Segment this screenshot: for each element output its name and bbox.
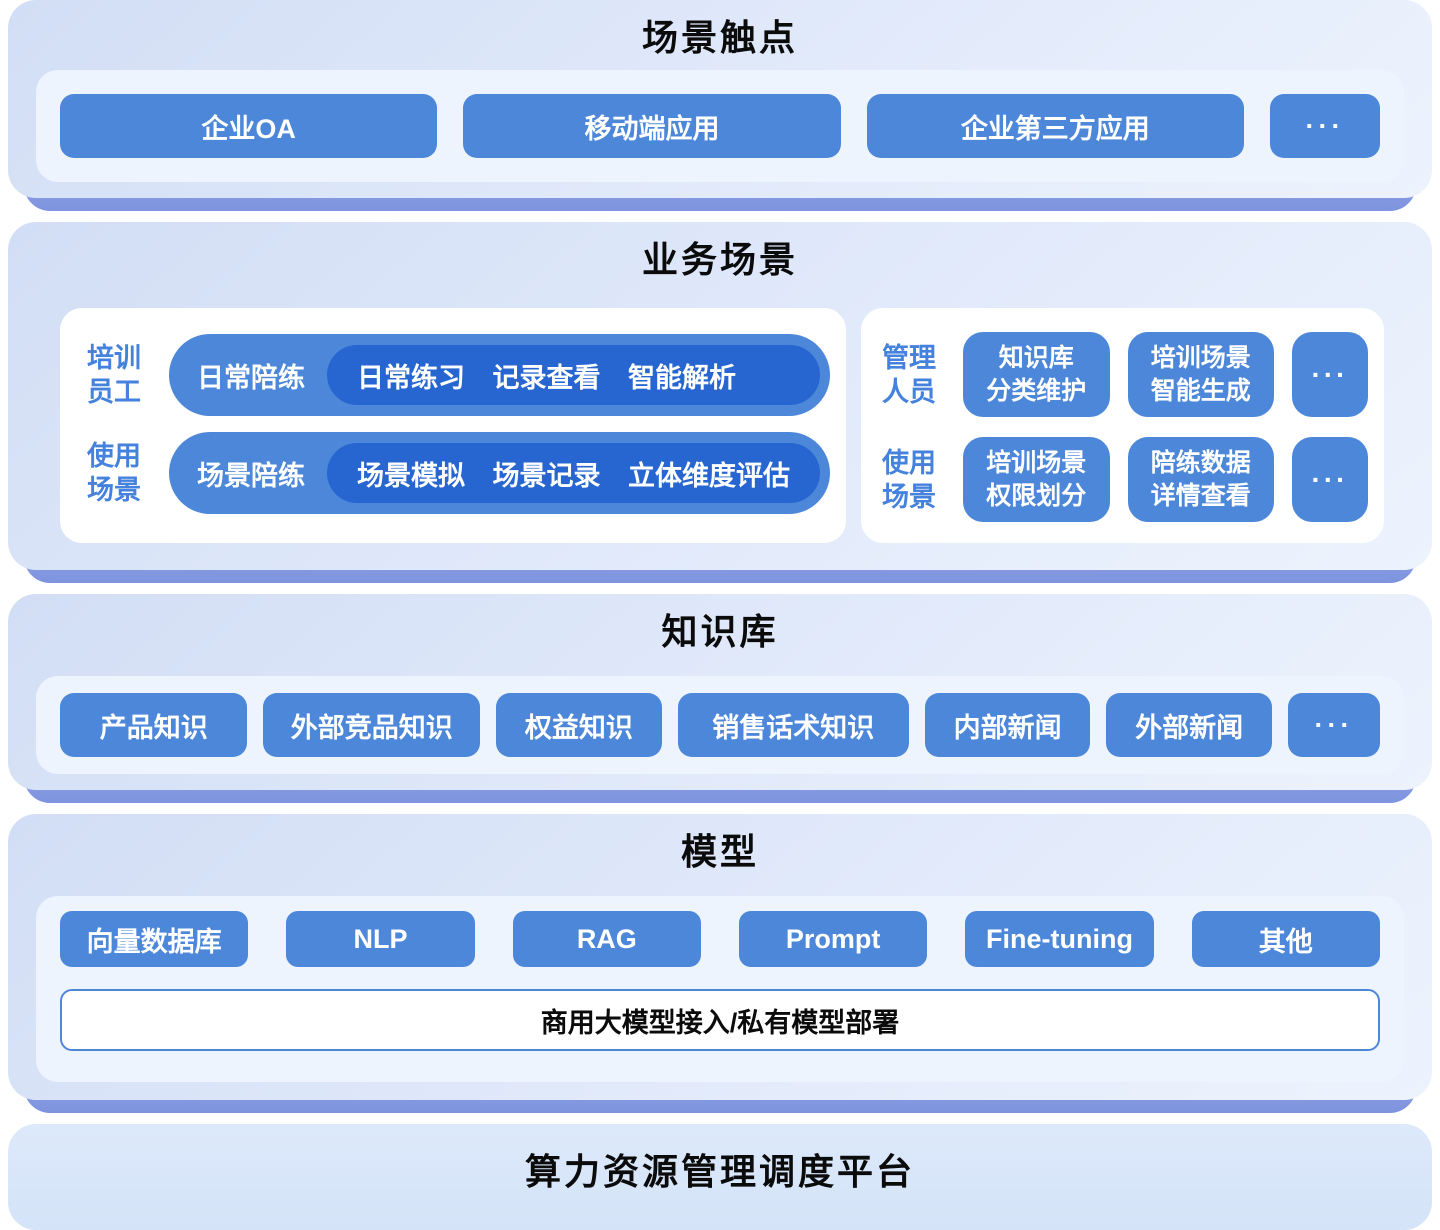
chip-prompt: Prompt xyxy=(738,911,928,967)
model-card: 模型 向量数据库 NLP RAG Prompt Fine-tuning 其他 商… xyxy=(8,814,1432,1100)
model-panel: 向量数据库 NLP RAG Prompt Fine-tuning 其他 商用大模… xyxy=(36,896,1404,1082)
section-business-scenes: 业务场景 培训 员工 日常陪练 日常练习 记录查看 智能解析 使用 场景 场景陪… xyxy=(8,222,1432,583)
touchpoints-panel: 企业OA 移动端应用 企业第三方应用 ··· xyxy=(36,70,1404,182)
chip-practice-data-view: 陪练数据 详情查看 xyxy=(1127,437,1275,522)
section-title-knowledge: 知识库 xyxy=(661,611,779,652)
chip-nlp: NLP xyxy=(286,911,475,967)
pill-daily-practice: 日常陪练 日常练习 记录查看 智能解析 xyxy=(169,334,831,416)
section-title-model: 模型 xyxy=(680,831,759,872)
touchpoints-card: 场景触点 企业OA 移动端应用 企业第三方应用 ··· xyxy=(8,0,1432,198)
label-usage-scenarios-left: 使用 场景 xyxy=(87,441,141,505)
chip-benefits-knowledge: 权益知识 xyxy=(496,693,662,757)
pill-scenario-practice-label: 场景陪练 xyxy=(197,460,305,491)
training-staff-panel: 培训 员工 日常陪练 日常练习 记录查看 智能解析 使用 场景 场景陪练 场景模… xyxy=(60,308,847,543)
chip-external-news: 外部新闻 xyxy=(1106,693,1272,757)
label-managers: 管理 人员 xyxy=(882,342,937,407)
scenario-practice-row: 使用 场景 场景陪练 场景模拟 场景记录 立体维度评估 xyxy=(75,432,831,514)
label-training-staff: 培训 员工 xyxy=(87,343,141,407)
platform-card: 算力资源管理调度平台 xyxy=(8,1124,1432,1230)
ellipsis-chip: ··· xyxy=(1288,693,1380,757)
chip-kb-category-maintenance: 知识库 分类维护 xyxy=(963,332,1110,417)
chip-rag: RAG xyxy=(512,911,701,967)
chip-mobile-app: 移动端应用 xyxy=(463,94,841,158)
business-panels: 培训 员工 日常陪练 日常练习 记录查看 智能解析 使用 场景 场景陪练 场景模… xyxy=(60,308,1384,543)
section-computing-platform: 算力资源管理调度平台 xyxy=(8,1124,1432,1230)
section-title-business: 业务场景 xyxy=(641,239,798,280)
chip-other: 其他 xyxy=(1191,911,1380,967)
pill-scenario-practice-items: 场景模拟 场景记录 立体维度评估 xyxy=(327,443,821,503)
pill-scenario-practice: 场景陪练 场景模拟 场景记录 立体维度评估 xyxy=(169,432,831,514)
chip-product-knowledge: 产品知识 xyxy=(60,693,248,757)
chip-scene-permission-division: 培训场景 权限划分 xyxy=(963,437,1110,522)
chip-fine-tuning: Fine-tuning xyxy=(965,911,1154,967)
label-usage-scenarios-right: 使用 场景 xyxy=(882,447,937,512)
ellipsis-chip: ··· xyxy=(1292,332,1369,417)
chip-competitor-knowledge: 外部竞品知识 xyxy=(263,693,481,757)
section-touchpoints: 场景触点 企业OA 移动端应用 企业第三方应用 ··· xyxy=(8,0,1432,211)
section-title-touchpoints: 场景触点 xyxy=(641,17,798,58)
business-card: 业务场景 培训 员工 日常陪练 日常练习 记录查看 智能解析 使用 场景 场景陪… xyxy=(8,222,1432,570)
knowledge-card: 知识库 产品知识 外部竞品知识 权益知识 销售话术知识 内部新闻 外部新闻 ··… xyxy=(8,594,1432,790)
chip-internal-news: 内部新闻 xyxy=(924,693,1091,757)
section-knowledge-base: 知识库 产品知识 外部竞品知识 权益知识 销售话术知识 内部新闻 外部新闻 ··… xyxy=(8,594,1432,803)
usage-scenarios-row: 使用 场景 培训场景 权限划分 陪练数据 详情查看 ··· xyxy=(873,437,1369,522)
chip-third-party-app: 企业第三方应用 xyxy=(866,94,1244,158)
section-title-platform: 算力资源管理调度平台 xyxy=(524,1151,915,1192)
model-access-bar: 商用大模型接入/私有模型部署 xyxy=(60,989,1380,1051)
chip-sales-script-knowledge: 销售话术知识 xyxy=(677,693,909,757)
knowledge-panel: 产品知识 外部竞品知识 权益知识 销售话术知识 内部新闻 外部新闻 ··· xyxy=(36,676,1404,774)
ellipsis-chip: ··· xyxy=(1269,94,1380,158)
managers-row: 管理 人员 知识库 分类维护 培训场景 智能生成 ··· xyxy=(873,332,1369,417)
model-chips-row: 向量数据库 NLP RAG Prompt Fine-tuning 其他 xyxy=(60,911,1380,967)
daily-practice-row: 培训 员工 日常陪练 日常练习 记录查看 智能解析 xyxy=(75,334,831,416)
managers-panel: 管理 人员 知识库 分类维护 培训场景 智能生成 ··· 使用 场景 培训场景 … xyxy=(861,308,1384,543)
chip-scene-smart-generation: 培训场景 智能生成 xyxy=(1127,332,1275,417)
section-model: 模型 向量数据库 NLP RAG Prompt Fine-tuning 其他 商… xyxy=(8,814,1432,1113)
pill-daily-practice-items: 日常练习 记录查看 智能解析 xyxy=(327,345,821,405)
pill-daily-practice-label: 日常陪练 xyxy=(197,362,305,393)
ellipsis-chip: ··· xyxy=(1292,437,1369,522)
chip-enterprise-oa: 企业OA xyxy=(60,94,438,158)
chip-vector-database: 向量数据库 xyxy=(60,911,249,967)
